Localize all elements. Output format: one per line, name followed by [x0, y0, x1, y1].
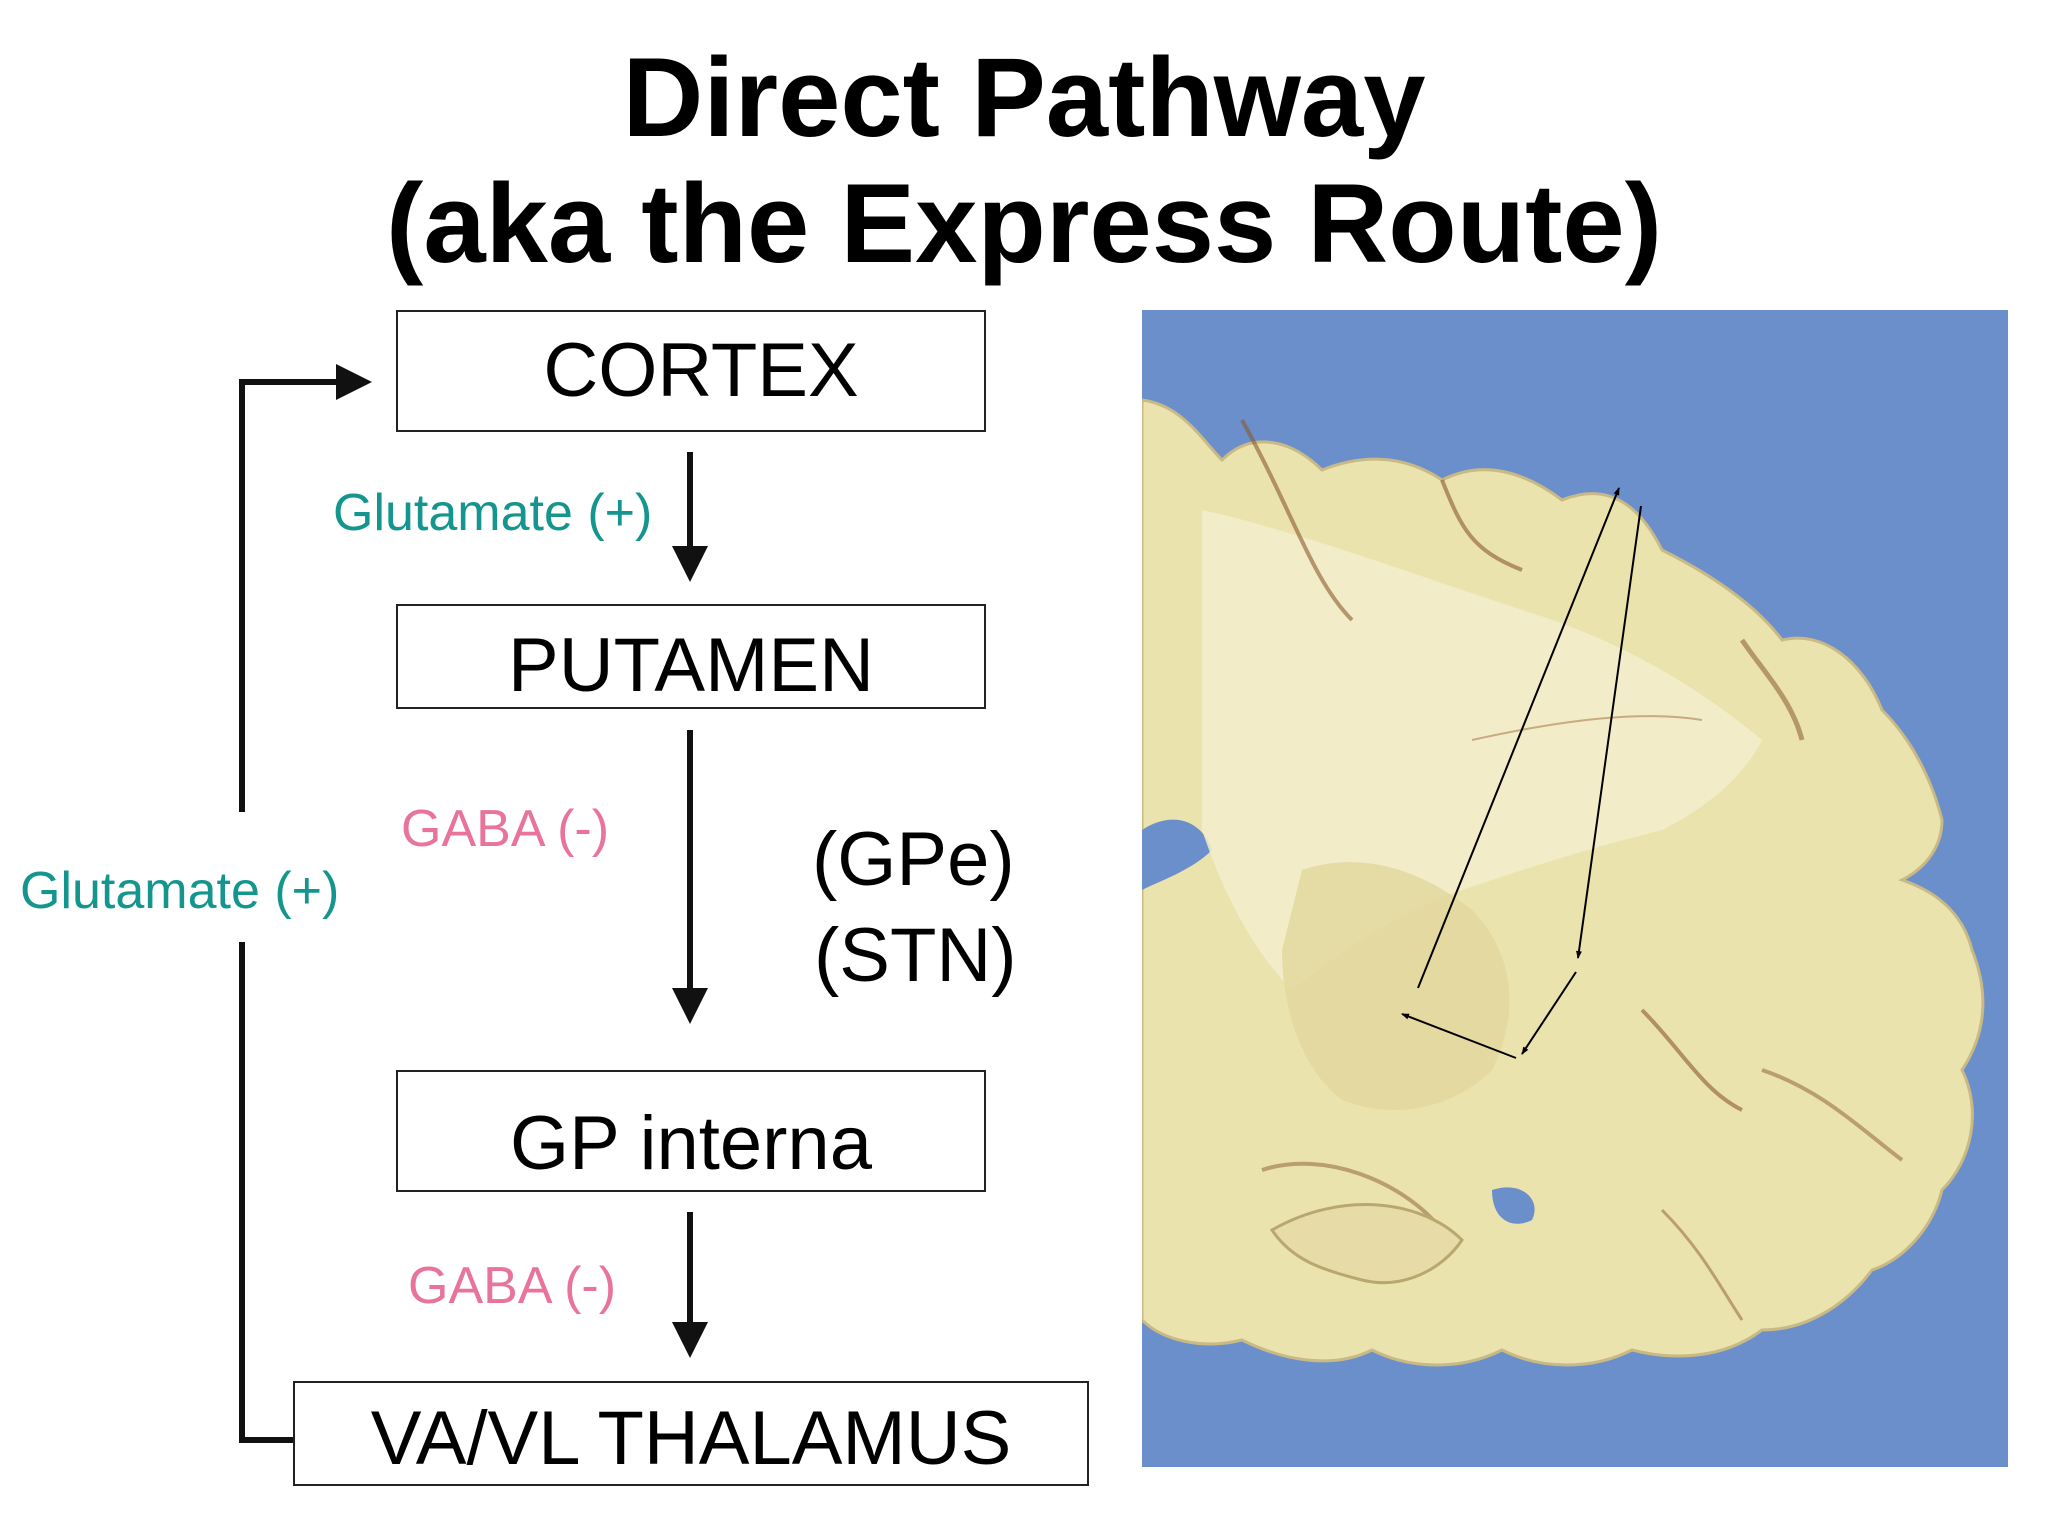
arrow-thalamus-to-cortex-upper: [239, 364, 372, 812]
temporal-fold: [1269, 1203, 1464, 1285]
sulcus-4: [1640, 1008, 1743, 1112]
glutamate-label-cortex-putamen: Glutamate (+): [333, 484, 653, 542]
photo-arrow-1: [1417, 487, 1620, 989]
sulcus-8: [1471, 715, 1703, 741]
putamen-box: PUTAMEN: [396, 604, 986, 709]
sulcus-1: [1240, 419, 1354, 622]
arrow-thalamus-to-cortex-lower: [239, 942, 293, 1443]
title-line-1: Direct Pathway: [622, 35, 1426, 160]
stn-label: (STN): [814, 913, 1017, 998]
gaba-label-gpi-thalamus: GABA (-): [408, 1257, 617, 1315]
brain-section-image: [1142, 310, 2008, 1467]
tissue-gap-left: [1142, 819, 1212, 890]
gp-interna-label: GP interna: [510, 1101, 872, 1186]
tissue-gap-lower: [1492, 1187, 1535, 1224]
thalamus-box: VA/VL THALAMUS: [293, 1381, 1089, 1486]
cortex-box: CORTEX: [396, 310, 986, 432]
deep-nuclei: [1282, 862, 1510, 1110]
sulcus-6: [1261, 1161, 1444, 1232]
cortex-label: CORTEX: [543, 328, 859, 413]
putamen-label: PUTAMEN: [508, 622, 874, 708]
gpe-label: (GPe): [812, 817, 1015, 902]
photo-arrow-4: [1401, 1013, 1517, 1059]
photo-arrow-3: [1521, 971, 1577, 1055]
thalamus-label: VA/VL THALAMUS: [370, 1395, 1012, 1481]
photo-arrow-2: [1575, 505, 1642, 959]
title-line-2: (aka the Express Route): [386, 161, 1662, 286]
gaba-label-putamen-gpi: GABA (-): [401, 800, 610, 858]
sulcus-7: [1660, 1208, 1744, 1321]
sulcus-2: [1440, 479, 1523, 572]
glutamate-label-thalamus-cortex: Glutamate (+): [20, 862, 340, 920]
gp-interna-box: GP interna: [396, 1070, 986, 1192]
sulcus-3: [1739, 638, 1805, 741]
sulcus-5: [1761, 1068, 1904, 1162]
